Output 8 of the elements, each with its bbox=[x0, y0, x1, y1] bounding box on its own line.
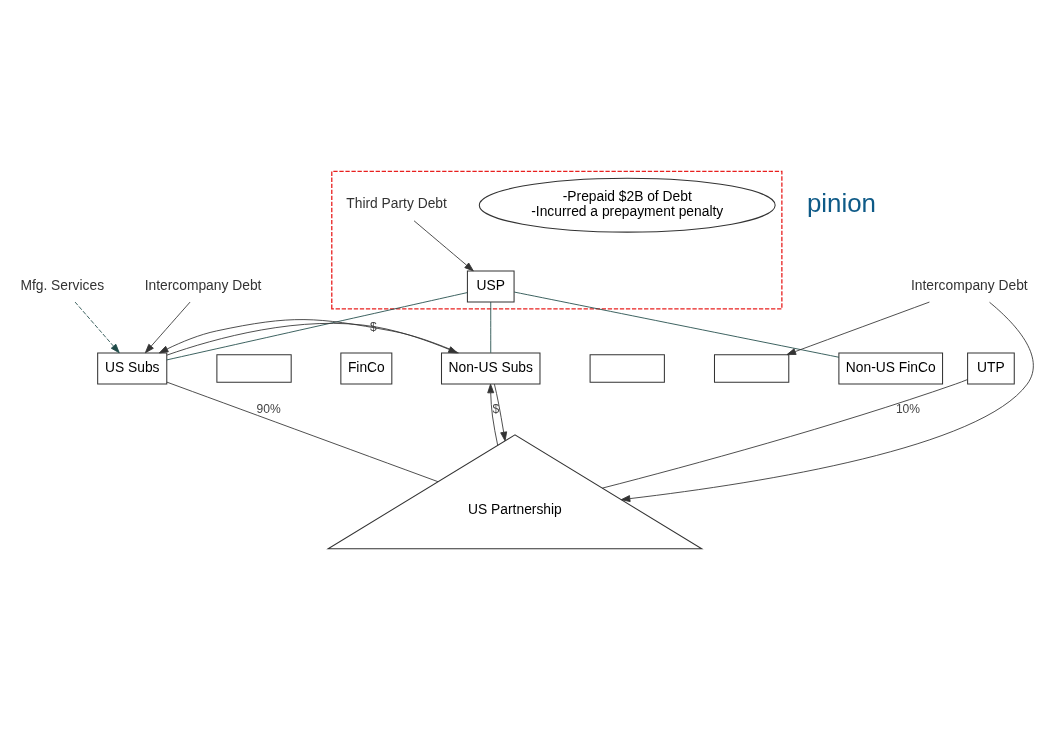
node-text: Intercompany Debt bbox=[910, 276, 1028, 293]
edge-label: 90% bbox=[256, 401, 281, 416]
label: pinion bbox=[806, 188, 877, 217]
edge-label: 10% bbox=[895, 401, 921, 416]
node-text: Third Party Debt bbox=[346, 194, 447, 211]
edge-label: $ bbox=[492, 401, 500, 416]
node-text: Mfg. Services bbox=[20, 276, 105, 293]
node-text: Intercompany Debt bbox=[144, 276, 262, 293]
